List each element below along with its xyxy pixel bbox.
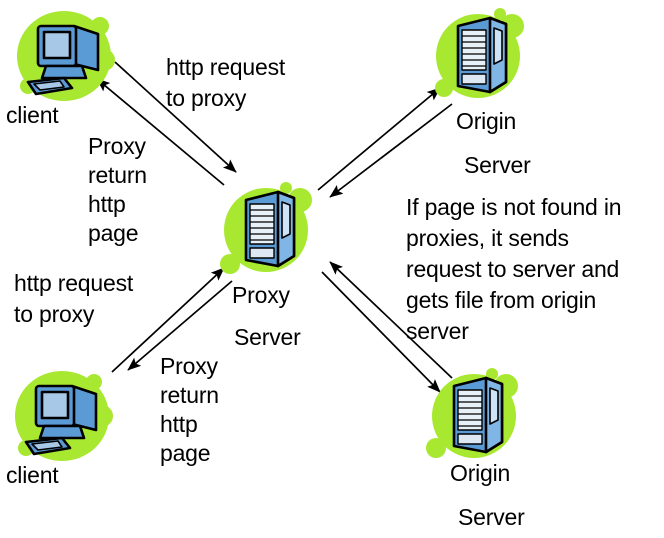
desktop-computer-icon bbox=[15, 371, 113, 461]
server-rack-icon bbox=[426, 368, 518, 458]
label-origin-bottom-line1: Origin bbox=[450, 460, 511, 486]
arrow-client-top-to-proxy bbox=[114, 61, 237, 173]
annotation-proxy-return-top: Proxy return http page bbox=[88, 133, 147, 246]
label-origin-bottom-line2: Server bbox=[458, 504, 525, 530]
annotation-http-request-bottom: http request to proxy bbox=[14, 270, 134, 327]
label-proxy-line2: Server bbox=[234, 324, 301, 350]
annotation-proxy-return-bottom: Proxy return http page bbox=[160, 353, 219, 466]
desktop-computer-icon bbox=[17, 11, 115, 101]
node-client-bottom[interactable] bbox=[10, 364, 114, 473]
node-origin-top[interactable] bbox=[424, 6, 532, 117]
label-origin-top-line1: Origin bbox=[456, 108, 517, 134]
node-proxy[interactable] bbox=[212, 180, 320, 291]
arrow-origin-bottom-to-proxy bbox=[329, 261, 453, 379]
server-rack-icon bbox=[220, 182, 312, 274]
node-client-top[interactable] bbox=[12, 4, 116, 113]
arrow-proxy-to-origin-top bbox=[317, 87, 441, 191]
label-client-bottom: client bbox=[6, 462, 59, 488]
arrow-client-bottom-to-proxy bbox=[111, 267, 225, 373]
label-origin-top-line2: Server bbox=[464, 152, 531, 178]
annotation-http-request-top: http request to proxy bbox=[166, 54, 286, 111]
label-client-top: client bbox=[6, 102, 59, 128]
arrow-origin-top-to-proxy bbox=[329, 103, 453, 198]
node-origin-bottom[interactable] bbox=[420, 366, 528, 477]
arrow-proxy-to-origin-bottom bbox=[321, 271, 441, 393]
arrow-proxy-to-client-top bbox=[96, 78, 225, 186]
label-proxy-line1: Proxy bbox=[232, 282, 290, 308]
annotation-explanation: If page is not found in proxies, it send… bbox=[406, 194, 622, 344]
arrow-proxy-to-client-bottom bbox=[127, 280, 233, 371]
server-rack-icon bbox=[435, 8, 524, 98]
